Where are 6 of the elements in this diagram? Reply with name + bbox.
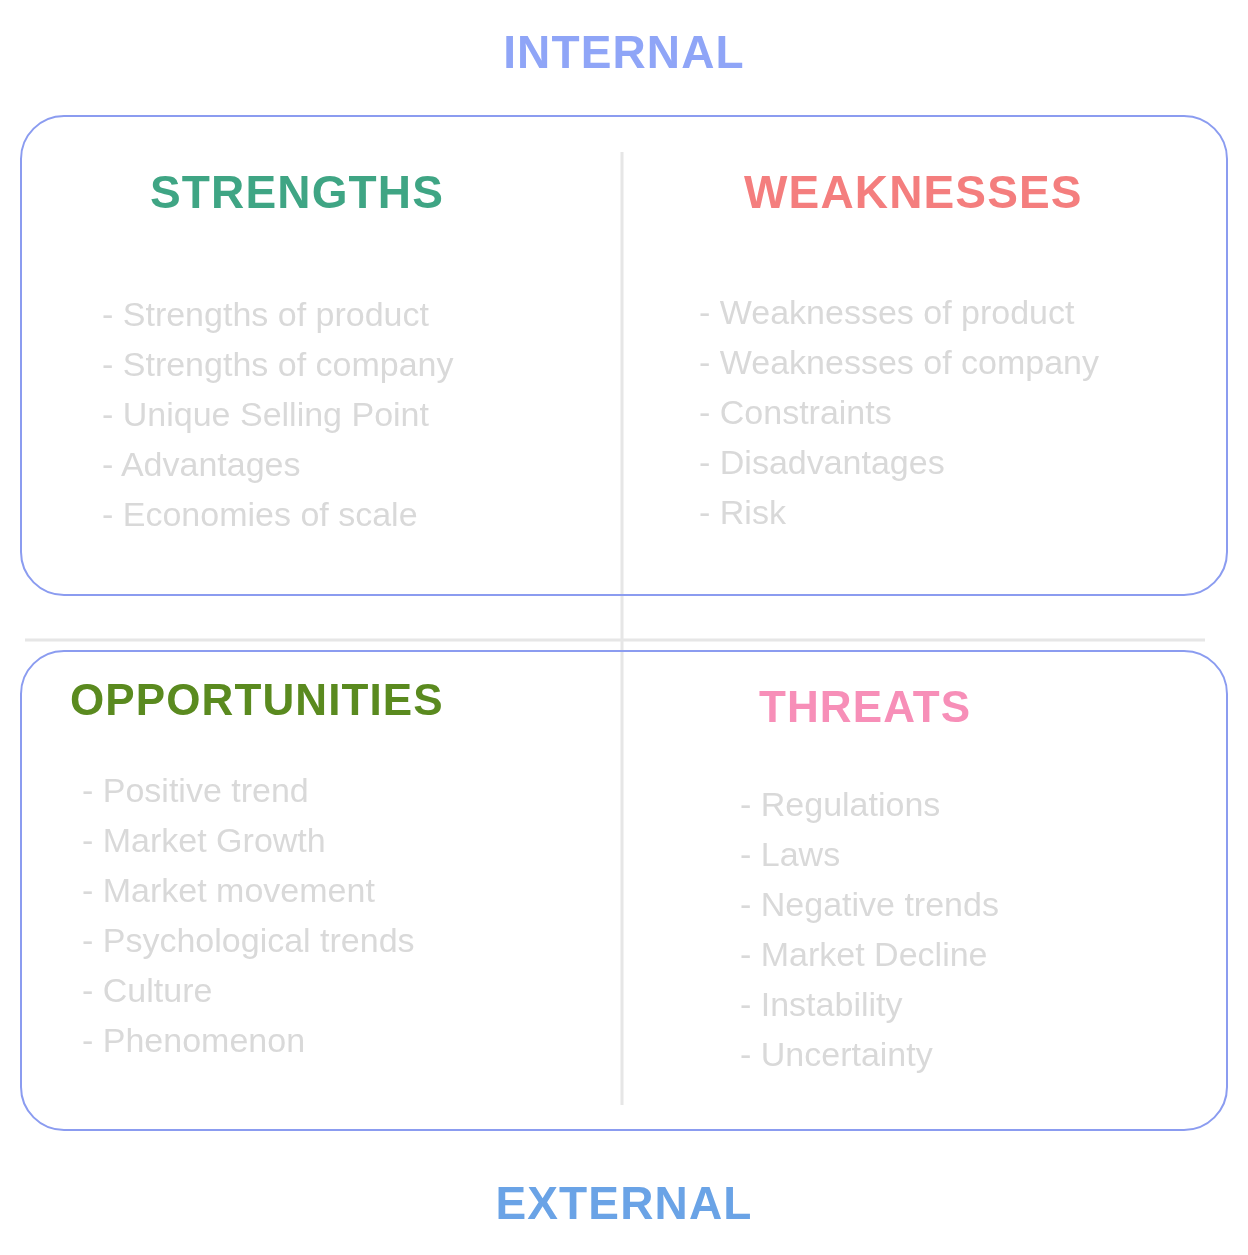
quadrant-heading: STRENGTHS bbox=[150, 169, 445, 215]
quadrant-heading: OPPORTUNITIES bbox=[70, 678, 444, 722]
quadrant-heading: WEAKNESSES bbox=[744, 169, 1083, 215]
section-label: INTERNAL bbox=[502, 29, 746, 75]
quadrant-heading: THREATS bbox=[759, 685, 972, 729]
section-label: EXTERNAL bbox=[494, 1180, 754, 1226]
